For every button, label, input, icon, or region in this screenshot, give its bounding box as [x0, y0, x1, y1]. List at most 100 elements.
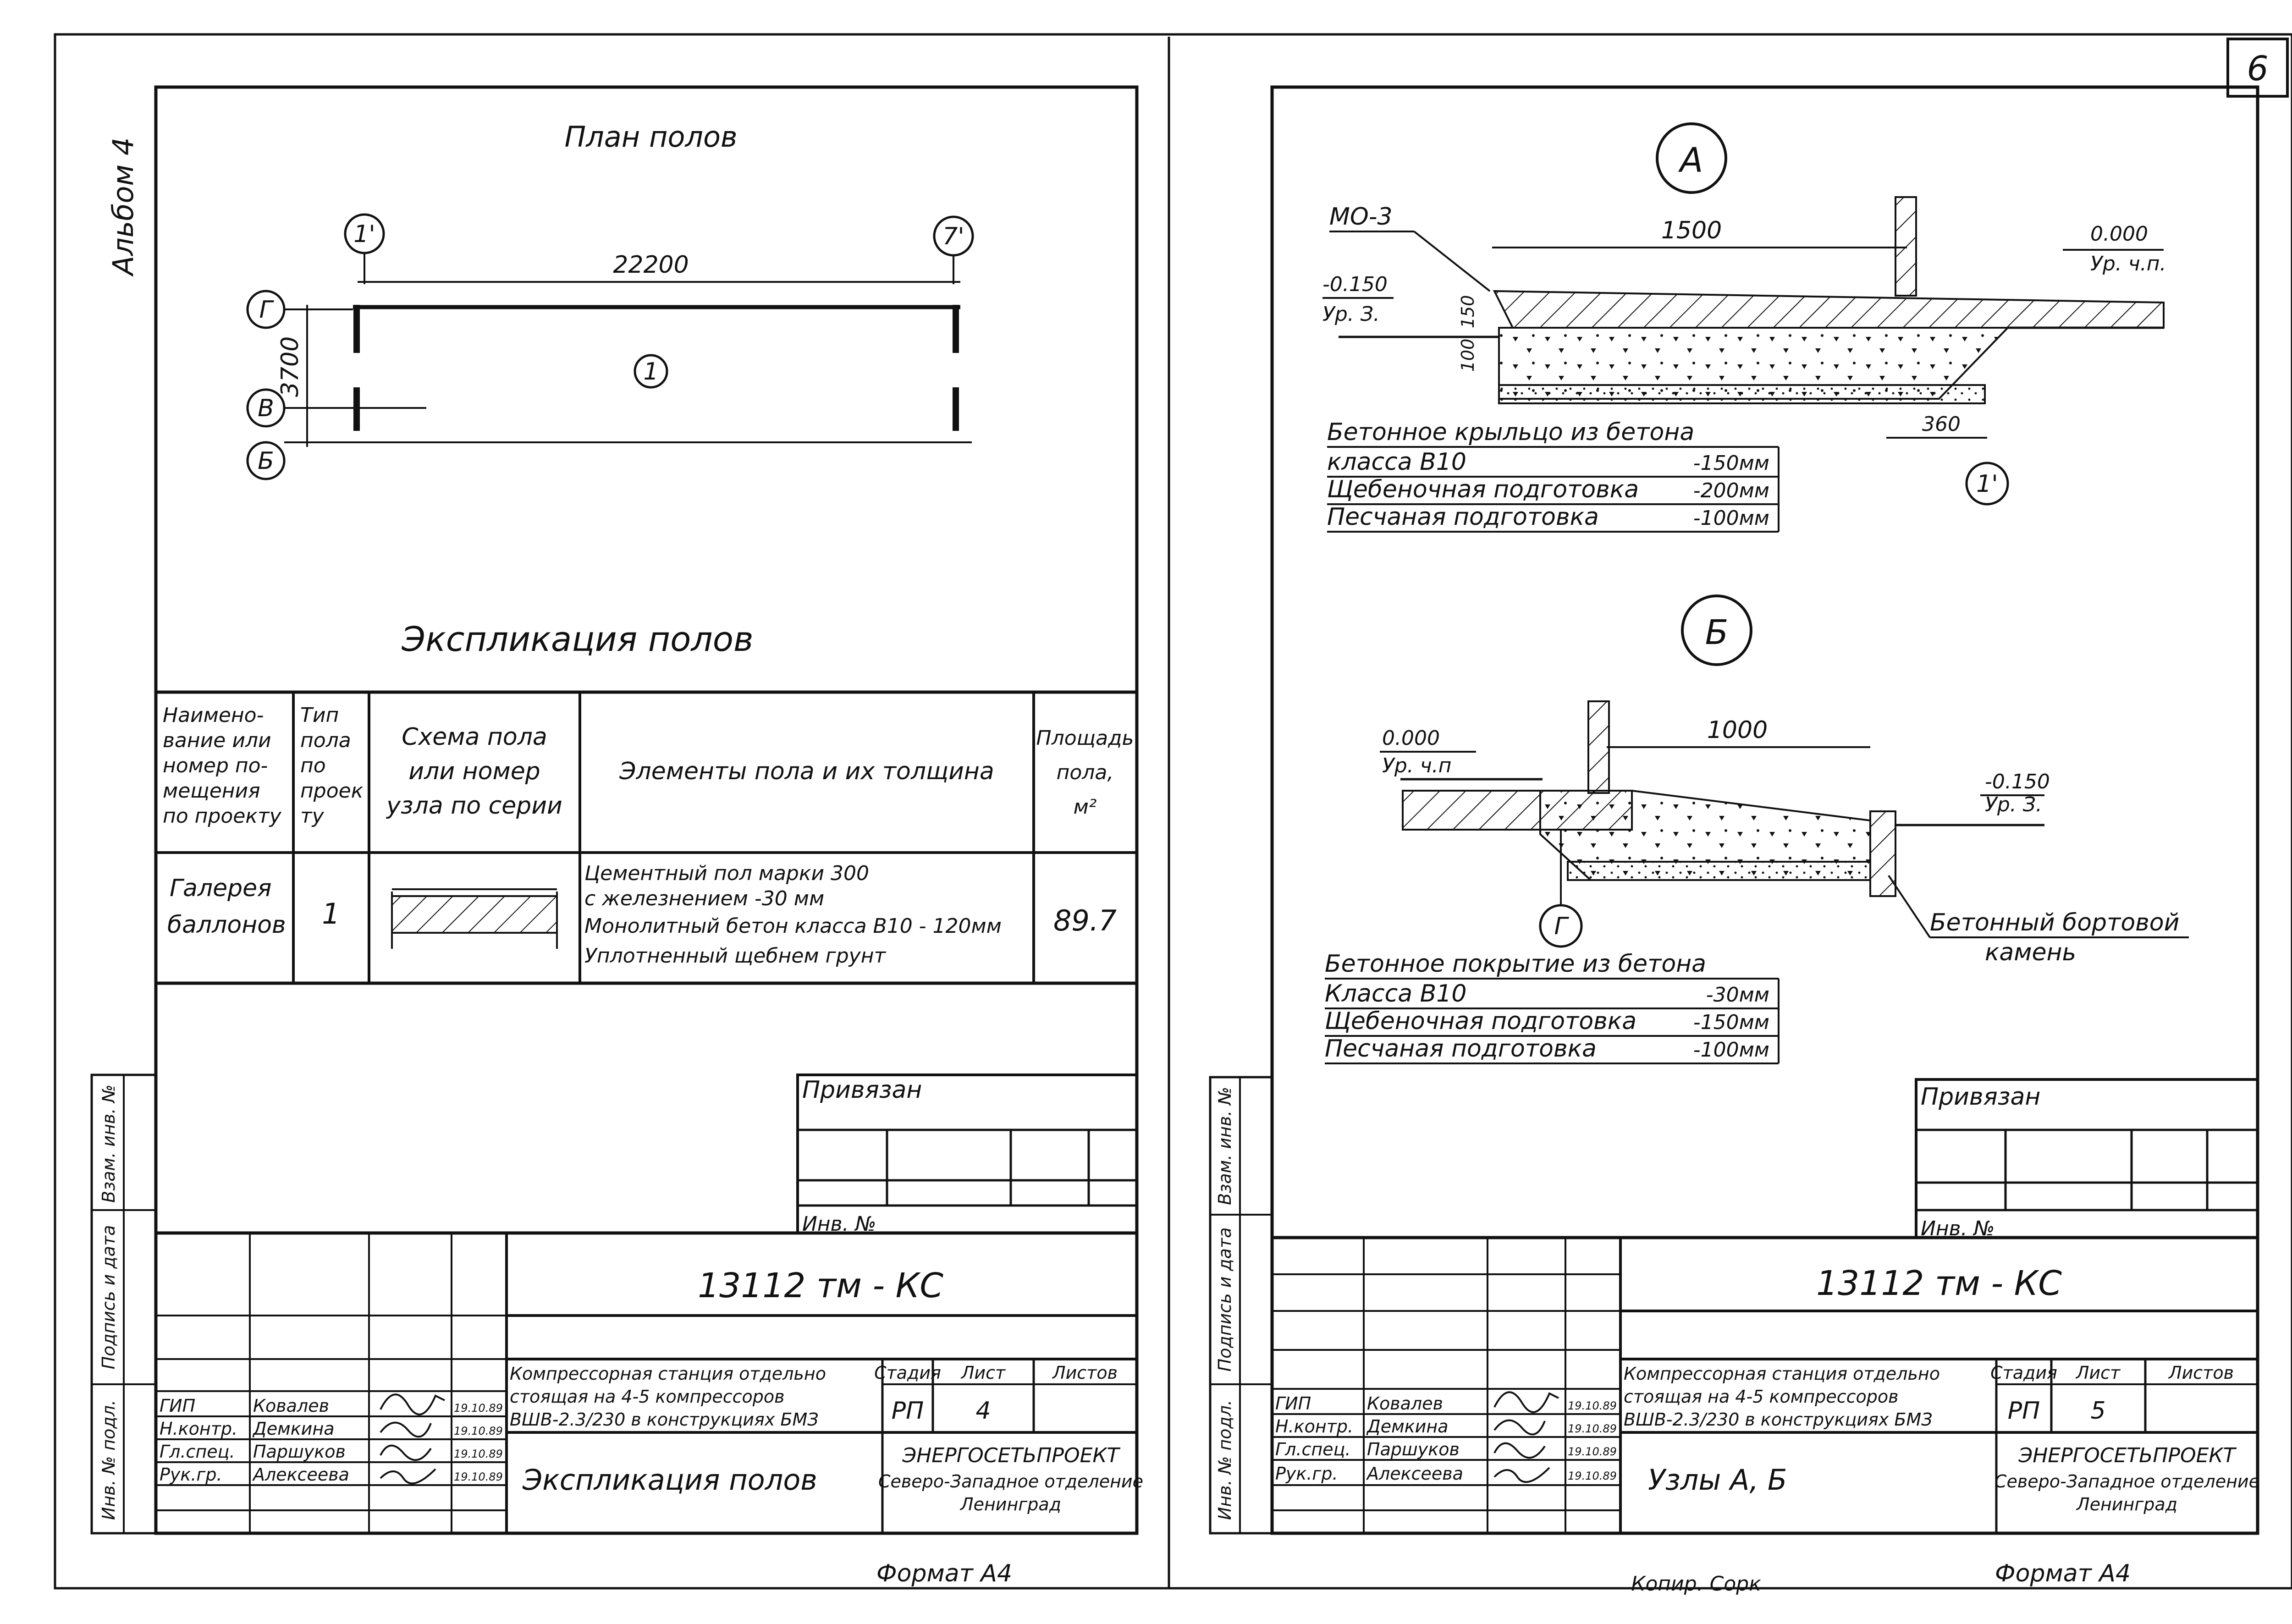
axis-label-1: 1': [353, 220, 375, 248]
explication-title: Экспликация полов: [401, 620, 753, 659]
dim-1000: 1000: [1707, 716, 1768, 744]
col-stage: Стадия: [874, 1363, 941, 1383]
node-a-sand: [1498, 384, 1986, 404]
node-a-layer-2: класса В10: [1327, 448, 1466, 476]
right-signature-4: [1493, 1467, 1550, 1483]
node-a-level-right: 0.000: [2090, 222, 2148, 246]
right-project-line-2: стоящая на 4-5 компрессоров: [1624, 1387, 1899, 1407]
left-side-stamp: Инв. № подл. Подпись и дата Взам. инв. №: [90, 1073, 157, 1535]
node-b-level-left-tag: Ур. ч.п: [1382, 754, 1451, 777]
node-a-level-left-tag: Ур. З.: [1322, 303, 1380, 326]
person-role-3: Гл.спец.: [160, 1442, 235, 1462]
node-b: Б 1000 0.000 Ур. ч.п -0.150 Ур. З. Г Бет…: [1325, 595, 2189, 1064]
node-b-level-right-tag: Ур. З.: [1985, 793, 2042, 816]
signature-1: [380, 1393, 445, 1415]
node-b-level-right: -0.150: [1985, 770, 2050, 793]
right-side-stamp: Инв. № подл. Подпись и дата Взам. инв. №: [1209, 1076, 1273, 1535]
signature-2: [380, 1421, 432, 1438]
table-cell-element-1: Цементный пол марки 300: [584, 862, 869, 885]
side-stamp-sign: Подпись и дата: [99, 1225, 119, 1370]
format-label: Формат А4: [876, 1560, 1012, 1587]
axis-bubble-b: [246, 441, 286, 480]
doc-code: 13112 тм - КС: [698, 1266, 943, 1305]
table-cell-type: 1: [322, 897, 340, 930]
sheet-value: 4: [975, 1397, 991, 1425]
node-b-layer-2: Класса В10: [1325, 980, 1466, 1007]
right-stage-value: РП: [2008, 1397, 2040, 1425]
person-role-2: Н.контр.: [160, 1419, 237, 1439]
node-a-bubble: [1656, 122, 1727, 194]
stage-value: РП: [892, 1397, 924, 1425]
node-a-dim-100: 100: [1458, 339, 1478, 372]
axis-label-b: Б: [258, 447, 274, 475]
node-a-slab: [1493, 290, 2165, 329]
project-line-1: Компрессорная станция отдельно: [510, 1364, 826, 1384]
right-person-date-3: 19.10.89: [1568, 1445, 1617, 1458]
col-sheet: Лист: [960, 1363, 1006, 1383]
node-b-layer-3: Щебеночная подготовка: [1325, 1007, 1636, 1035]
node-a-dim-150: 150: [1458, 295, 1478, 329]
right-signature-1: [1493, 1391, 1559, 1413]
node-b-layer-2-thk: -30мм: [1706, 983, 1769, 1007]
node-a-layer-4-thk: -100мм: [1693, 506, 1769, 530]
org-name: ЭНЕРГОСЕТЬПРОЕКТ: [902, 1444, 1120, 1467]
right-person-name-4: Алексеева: [1366, 1464, 1463, 1484]
right-col-stage: Стадия: [1990, 1363, 2057, 1383]
org-city: Ленинград: [959, 1494, 1061, 1514]
right-person-name-2: Демкина: [1366, 1416, 1449, 1437]
node-b-bubble: [1681, 595, 1752, 666]
right-privyazan-block: Привязан Инв. №: [1915, 1078, 2259, 1240]
right-doc-code: 13112 тм - КС: [1816, 1264, 2062, 1303]
signature-4: [380, 1468, 436, 1485]
table-cell-element-2: с железнением -30 мм: [584, 887, 824, 910]
node-a-mark: МО-3: [1329, 203, 1393, 231]
right-signature-3: [1493, 1442, 1546, 1459]
table-header-elements: Элементы пола и их толщина: [619, 758, 994, 785]
right-col-sheet: Лист: [2075, 1363, 2121, 1383]
right-person-date-4: 19.10.89: [1568, 1470, 1617, 1482]
axis-label-g: Г: [259, 296, 275, 324]
right-org-name: ЭНЕРГОСЕТЬПРОЕКТ: [2018, 1444, 2237, 1467]
right-side-stamp-replace: Взам. инв. №: [1215, 1087, 1235, 1205]
person-role-1: ГИП: [160, 1396, 195, 1416]
privyazan-label: Привязан: [802, 1076, 922, 1104]
node-b-layer-4-thk: -100мм: [1693, 1038, 1769, 1062]
right-person-name-1: Ковалев: [1367, 1393, 1443, 1414]
node-a-layer-2-thk: -150мм: [1693, 451, 1769, 475]
room-number: 1: [643, 358, 658, 385]
right-project-line-3: ВШВ-2.3/230 в конструкциях БМЗ: [1624, 1409, 1933, 1430]
person-date-4: 19.10.89: [454, 1470, 503, 1483]
right-person-role-4: Рук.гр.: [1275, 1464, 1338, 1484]
node-b-axis: Г: [1554, 913, 1570, 940]
node-b-level-left: 0.000: [1382, 727, 1440, 750]
table-cell-area: 89.7: [1053, 904, 1117, 937]
person-name-3: Паршуков: [253, 1442, 346, 1462]
right-format-label: Формат А4: [1995, 1560, 2131, 1587]
project-line-3: ВШВ-2.3/230 в конструкциях БМЗ: [510, 1409, 819, 1430]
side-stamp-replace: Взам. инв. №: [99, 1085, 119, 1203]
right-signature-2: [1493, 1419, 1546, 1436]
privyazan-block: Привязан Инв. №: [796, 1073, 1138, 1236]
left-title-block: 13112 тм - КС Компрессорная станция отде…: [156, 1231, 1143, 1533]
col-sheets: Листов: [1052, 1363, 1118, 1383]
dim-3700: 3700: [276, 336, 304, 397]
node-b-label: Б: [1705, 613, 1729, 652]
node-a-axis-bubble: [1965, 462, 2009, 506]
person-date-1: 19.10.89: [454, 1402, 503, 1415]
right-frame: [1270, 85, 2259, 1535]
table-cell-element-4: Уплотненный щебнем грунт: [584, 944, 886, 968]
right-privyazan-label: Привязан: [1921, 1083, 2040, 1111]
corner-sheet-number: 6: [2247, 49, 2268, 88]
side-stamp-inv: Инв. № подл.: [99, 1400, 119, 1520]
left-sheet: Альбом 4 План полов 1' 7' Г В Б 22200: [90, 85, 1143, 1587]
table-cell-element-3: Монолитный бетон класса В10 - 120мм: [584, 914, 1002, 938]
node-a-layer-3: Щебеночная подготовка: [1327, 476, 1639, 503]
left-frame: [154, 85, 1139, 1535]
album-label: Альбом 4: [106, 138, 140, 277]
node-a-level-left: -0.150: [1322, 273, 1388, 296]
